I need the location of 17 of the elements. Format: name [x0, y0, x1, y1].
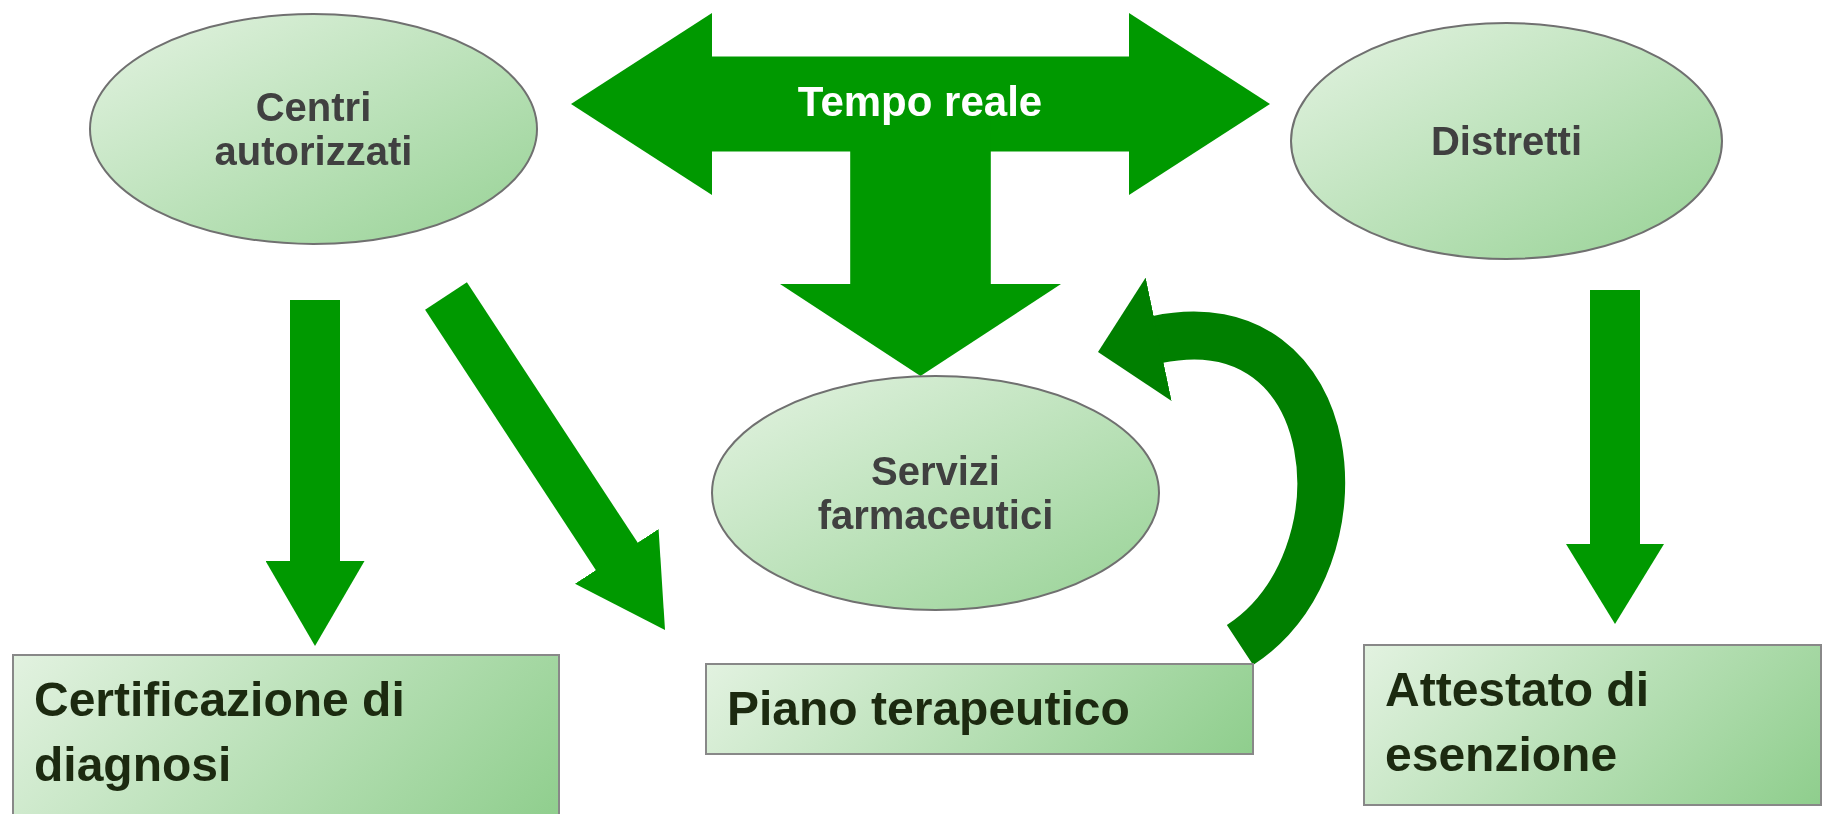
node-label: Centri autorizzati [213, 85, 414, 173]
block-arrow [571, 13, 1270, 195]
node-label: Certificazione di diagnosi [33, 672, 406, 793]
block-arrow [1566, 290, 1664, 624]
node-label: Attestato di esenzione [1384, 662, 1650, 783]
block-arrow [265, 300, 365, 646]
ellipse-node [88, 12, 539, 246]
node-label: Piano terapeutico [726, 681, 1131, 737]
block-arrow [425, 282, 665, 630]
ellipse-node [1289, 21, 1724, 261]
edge-label: Tempo reale [797, 78, 1043, 126]
node-label: Distretti [1430, 119, 1583, 163]
process-box [705, 663, 1254, 755]
ellipse-node [710, 374, 1161, 612]
process-box [1363, 644, 1822, 806]
process-box [12, 654, 560, 814]
node-label: Servizi farmaceutici [816, 449, 1055, 537]
